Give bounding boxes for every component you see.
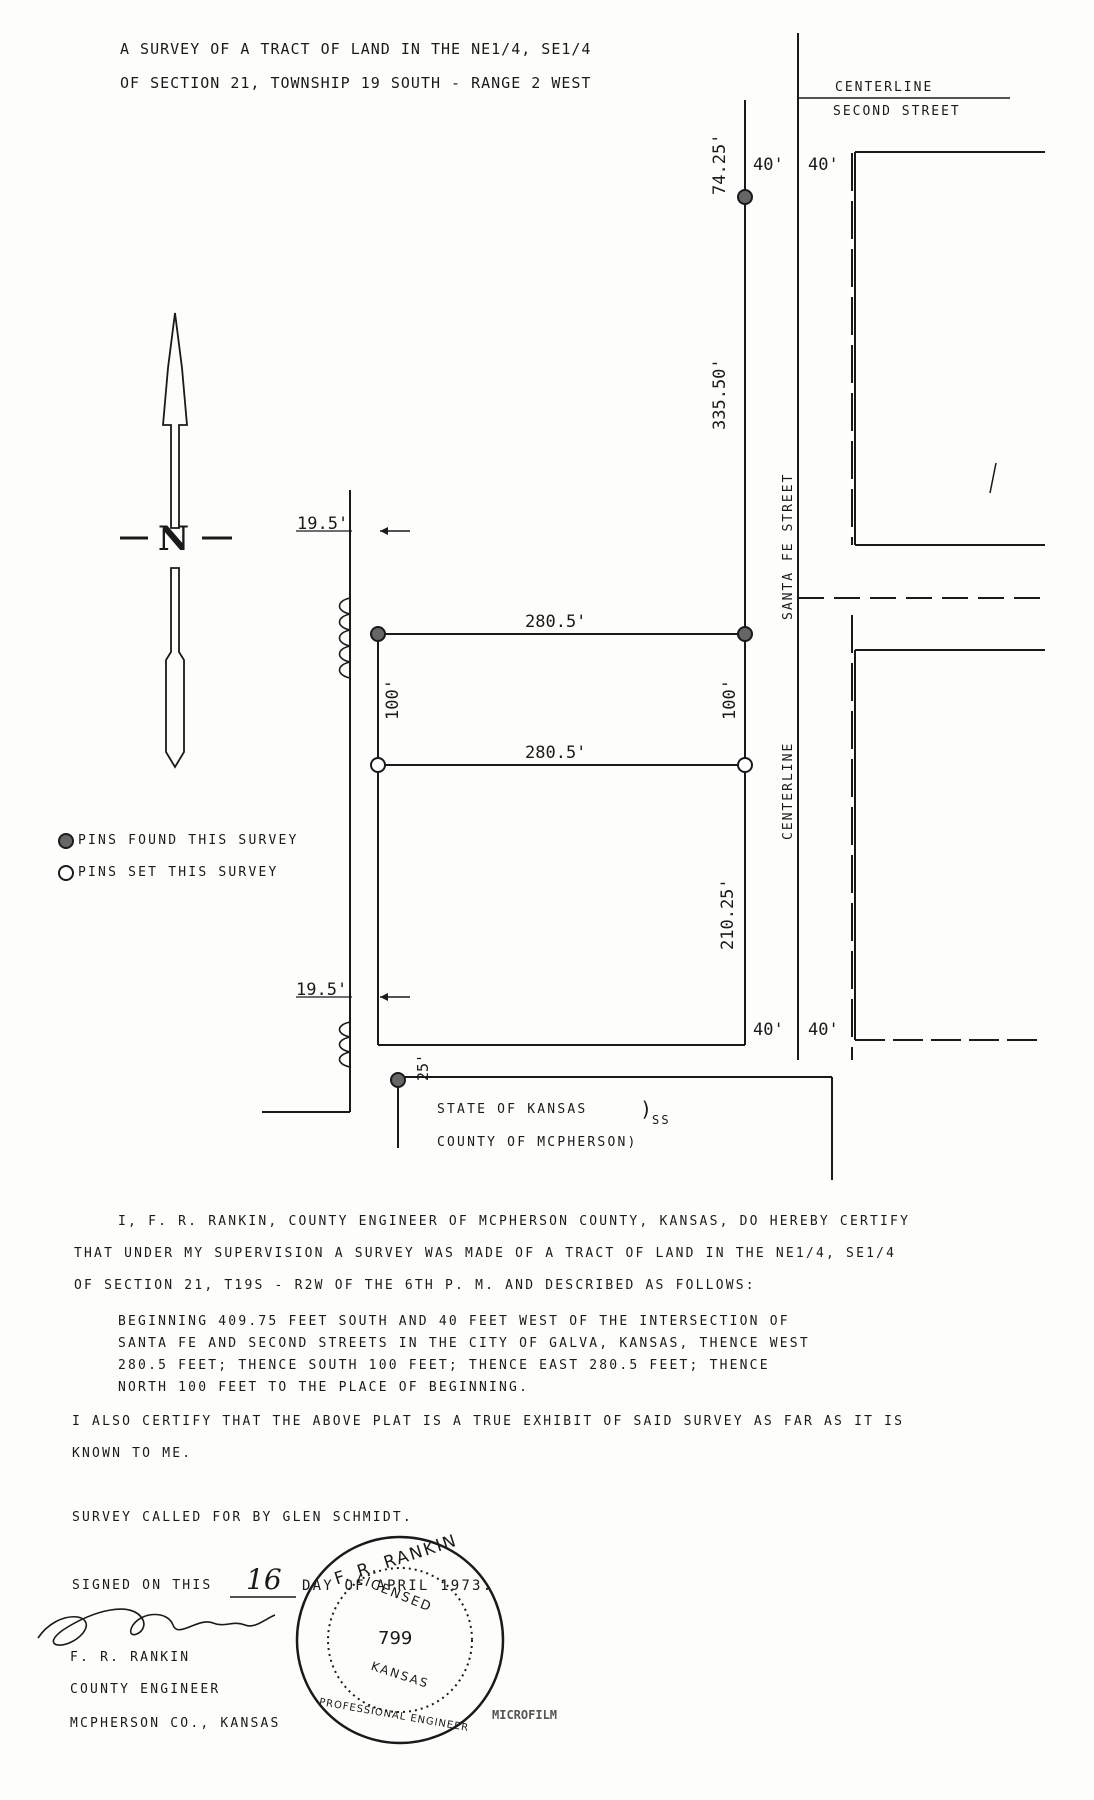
pin-set-sw <box>370 757 386 773</box>
centerline-second-label: Centerline <box>835 80 934 95</box>
venue-state: State of Kansas <box>437 1102 588 1117</box>
pin-set-se <box>737 757 753 773</box>
signature-scrawl <box>37 1608 276 1646</box>
dimension-west-offset-top: 19.5' <box>297 514 349 534</box>
dimension-top-offset: 74.25' <box>710 133 730 195</box>
title-line-1: A SURVEY OF A TRACT OF LAND IN THE NE1/4… <box>120 40 592 58</box>
pin-found-top <box>737 189 753 205</box>
north-arrow-head <box>162 312 188 529</box>
engineer-seal <box>295 1535 505 1745</box>
pin-found-bottom <box>390 1072 406 1088</box>
cert-line-2: that under my supervision a Survey was m… <box>74 1246 897 1261</box>
cert-desc-1: Beginning 409.75 feet South and 40 feet … <box>118 1314 790 1329</box>
pin-found-nw <box>370 626 386 642</box>
dimension-width-bottom: 280.5' <box>525 743 587 763</box>
cert-line-1: I, F. R. Rankin, County Engineer of McPh… <box>118 1214 911 1229</box>
venue-county: County of McPherson) <box>437 1135 638 1150</box>
north-arrow-letter: N <box>158 519 190 559</box>
survey-called-for: Survey called for by Glen Schmidt. <box>72 1510 413 1525</box>
cert-desc-2: Santa Fe and Second Streets in the City … <box>118 1336 810 1351</box>
title-line-2: OF SECTION 21, TOWNSHIP 19 SOUTH - RANGE… <box>120 74 592 92</box>
break-symbol-top <box>338 597 351 679</box>
dimension-top-40-left: 40' <box>753 155 784 175</box>
santa-fe-centerline-label: Centerline <box>781 741 796 840</box>
signed-prefix: Signed on this <box>72 1578 213 1593</box>
microfilm-stamp: MICROFILM <box>492 1708 558 1722</box>
break-symbol-bottom <box>338 1021 351 1068</box>
second-street-label: Second Street <box>833 104 961 119</box>
dimension-north-length: 335.50' <box>710 358 730 430</box>
venue-ss: ss <box>652 1113 671 1127</box>
signed-suffix: day of April 1973. <box>302 1578 494 1594</box>
cert-also-1: I also certify that the above plat is a … <box>72 1414 905 1429</box>
legend-set-label: Pins set this Survey <box>78 865 279 880</box>
dimension-small-offset: 25' <box>414 1053 432 1081</box>
slash-mark <box>989 462 997 494</box>
cert-desc-4: North 100 feet to the place of beginning… <box>118 1380 530 1395</box>
signer-name: F. R. Rankin <box>70 1650 191 1665</box>
dimension-height-right: 100' <box>720 679 740 720</box>
legend-found-pin <box>58 833 74 849</box>
dimension-bottom-40-left: 40' <box>753 1020 784 1040</box>
cert-also-2: known to me. <box>72 1446 193 1461</box>
north-arrow-tail <box>165 567 185 769</box>
pin-found-ne <box>737 626 753 642</box>
dimension-height-left: 100' <box>383 679 403 720</box>
venue-bracket: ) <box>640 1097 653 1121</box>
cert-desc-3: 280.5 feet; Thence South 100 feet; thenc… <box>118 1358 770 1373</box>
legend-found-label: Pins found this Survey <box>78 833 299 848</box>
dimension-bottom-40-right: 40' <box>808 1020 839 1040</box>
dimension-west-offset-bottom: 19.5' <box>296 980 348 1000</box>
dimension-south-length: 210.25' <box>718 878 738 950</box>
legend-set-pin <box>58 865 74 881</box>
signer-office: County Engineer <box>70 1682 221 1697</box>
seal-number: 799 <box>378 1628 413 1649</box>
dimension-width-top: 280.5' <box>525 612 587 632</box>
signer-county: McPherson Co., Kansas <box>70 1716 281 1731</box>
santa-fe-street-label: Santa Fe Street <box>781 472 796 620</box>
cert-line-3: of Section 21, T19S - R2W of the 6th P. … <box>74 1278 756 1293</box>
dimension-top-40-right: 40' <box>808 155 839 175</box>
signed-day: 16 <box>246 1563 282 1596</box>
